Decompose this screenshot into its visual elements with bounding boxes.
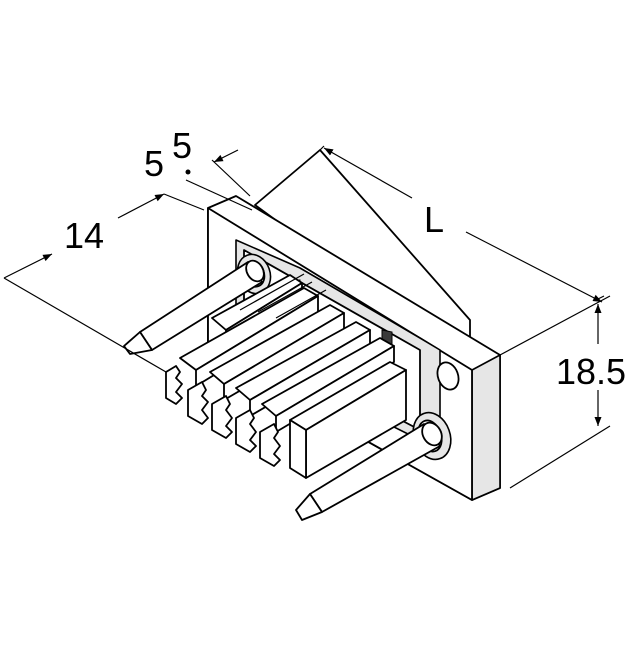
dimension-14: 14 [3, 193, 205, 373]
dimension-L-label: L [424, 199, 444, 240]
contact-blades [165, 273, 407, 479]
dimension-18-5: 18.5 [509, 304, 626, 489]
dimension-pitch-label-a: 5 [144, 143, 164, 184]
guide-pin-lower [295, 421, 443, 521]
dimension-L: L [319, 145, 611, 356]
dimension-pitch-label-b: 5 [172, 125, 192, 166]
guide-pin-upper [123, 259, 265, 355]
mounting-hole-icon [436, 361, 460, 391]
dimension-14-label: 14 [64, 215, 104, 256]
dimension-pitch: 5 5 [144, 125, 253, 211]
dimension-18-5-label: 18.5 [556, 351, 626, 392]
